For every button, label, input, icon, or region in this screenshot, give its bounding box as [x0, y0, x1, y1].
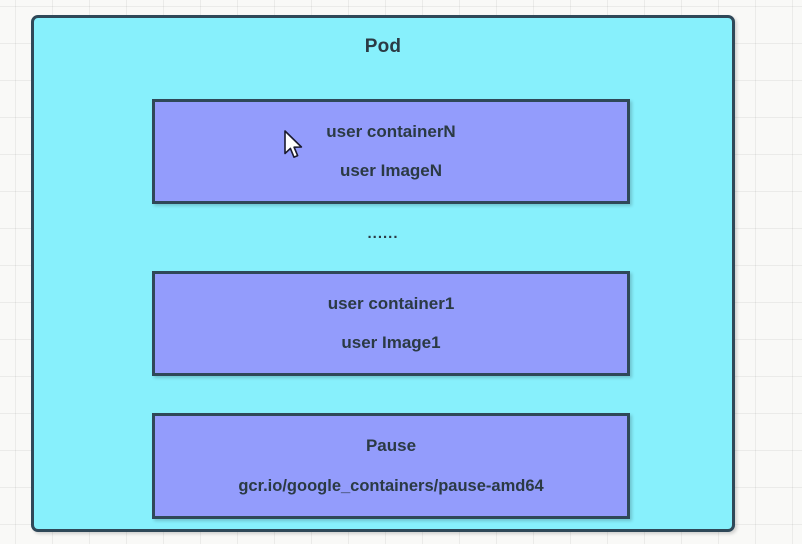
- container-image-label: gcr.io/google_containers/pause-amd64: [238, 476, 544, 495]
- container-box-containerN[interactable]: user containerN user ImageN: [152, 99, 630, 204]
- container-name-label: Pause: [365, 436, 417, 456]
- container-name-label: user container1: [327, 293, 455, 313]
- container-image-label: user Image1: [341, 332, 441, 352]
- pod-title: Pod: [364, 36, 402, 57]
- pod-container[interactable]: Pod user containerN user ImageN ...... u…: [31, 15, 735, 532]
- container-box-pause[interactable]: Pause gcr.io/google_containers/pause-amd…: [152, 413, 630, 519]
- ellipsis-dots: ......: [367, 225, 399, 242]
- container-name-label: user containerN: [326, 121, 456, 141]
- container-image-label: user ImageN: [339, 160, 443, 180]
- container-box-container1[interactable]: user container1 user Image1: [152, 271, 630, 376]
